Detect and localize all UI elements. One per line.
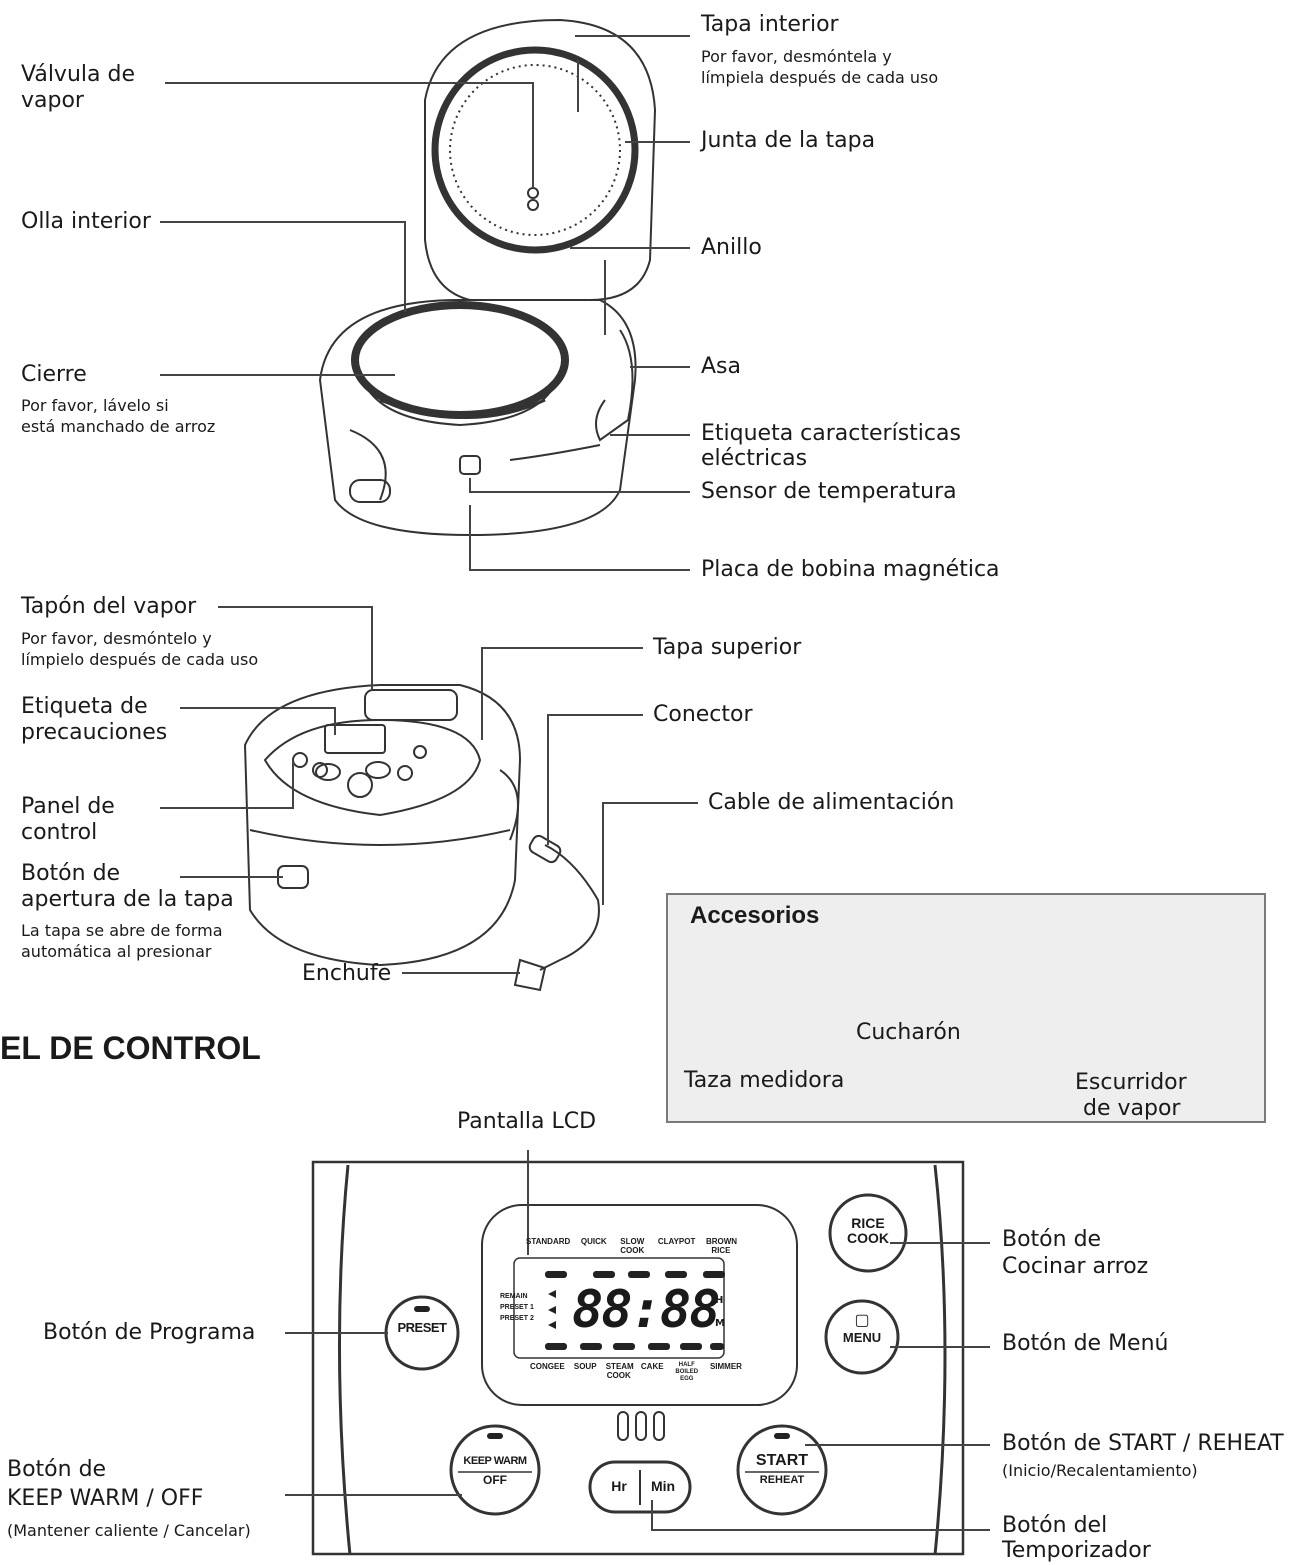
label-panel-1: Panel de (21, 794, 115, 819)
label-placa: Placa de bobina magnética (701, 557, 1000, 582)
label-programa: Botón de Programa (43, 1320, 256, 1345)
keep-warm-label: KEEP WARM (463, 1455, 527, 1467)
label-panel-2: control (21, 820, 98, 845)
lcd-mode-soup: SOUP (573, 1362, 597, 1371)
label-cierre: Cierre (21, 362, 87, 387)
timer-hr-button[interactable]: Hr (611, 1478, 627, 1494)
label-etiqueta-elec-2: eléctricas (701, 446, 808, 471)
label-start: Botón de START / REHEAT (1002, 1431, 1284, 1456)
note-tapa-interior-2: límpiela después de cada uso (701, 68, 939, 87)
lcd-mode-steam-cook: STEAM COOK (605, 1362, 634, 1380)
note-start: (Inicio/Recalentamiento) (1002, 1461, 1198, 1480)
label-boton-apertura-2: apertura de la tapa (21, 887, 234, 912)
menu-button[interactable]: ▢ MENU (830, 1312, 894, 1345)
start-reheat-button[interactable]: START REHEAT (742, 1452, 822, 1486)
label-asa: Asa (701, 354, 741, 379)
menu-book-icon: ▢ (854, 1312, 870, 1329)
note-cierre-1: Por favor, lávelo si (21, 396, 169, 415)
lcd-digits: 88:88 (572, 1280, 721, 1340)
closed-cooker-illustration (243, 684, 600, 992)
label-sensor: Sensor de temperatura (701, 479, 957, 504)
off-label: OFF (483, 1473, 507, 1487)
label-enchufe: Enchufe (302, 961, 392, 986)
label-tapa-superior: Tapa superior (653, 635, 802, 660)
note-boton-apertura-2: automática al presionar (21, 942, 212, 961)
label-rice-1: Botón de (1002, 1227, 1102, 1252)
label-valvula-line1: Válvula de (21, 62, 135, 87)
label-etiqueta-prec-1: Etiqueta de (21, 694, 148, 719)
label-tapa-interior: Tapa interior (701, 12, 839, 37)
rice-cook-label-1: RICE (851, 1215, 885, 1231)
label-timer-1: Botón del (1002, 1513, 1108, 1538)
label-etiqueta-prec-2: precauciones (21, 720, 168, 745)
lcd-top-modes: STANDARD QUICK SLOW COOK CLAYPOT BROWN R… (526, 1237, 738, 1255)
timer-min-button[interactable]: Min (650, 1478, 676, 1494)
lcd-segment-marks (545, 1271, 725, 1350)
label-timer-2: Temporizador (1002, 1538, 1151, 1563)
note-tapa-interior-1: Por favor, desmóntela y (701, 47, 892, 66)
note-boton-apertura-1: La tapa se abre de forma (21, 921, 223, 940)
preset-button[interactable]: PRESET (397, 1320, 447, 1335)
lcd-mode-quick: QUICK (580, 1237, 607, 1246)
note-tapon-2: límpielo después de cada uso (21, 650, 259, 669)
lcd-mode-slow-cook: SLOW COOK (620, 1237, 645, 1255)
lcd-mode-claypot: CLAYPOT (657, 1237, 696, 1246)
lcd-mode-simmer: SIMMER (709, 1362, 742, 1371)
lcd-mode-half-boiled-egg: HALF BOILED EGG (675, 1362, 699, 1382)
note-tapon-1: Por favor, desmóntelo y (21, 629, 212, 648)
label-escurridor-1: Escurridor (1075, 1070, 1187, 1095)
control-panel-illustration (311, 1160, 965, 1556)
label-tapon: Tapón del vapor (21, 594, 197, 619)
section-heading: EL DE CONTROL (0, 1030, 261, 1066)
open-cooker-illustration (318, 18, 657, 537)
label-lcd: Pantalla LCD (457, 1109, 597, 1134)
label-keep-1: Botón de (7, 1457, 107, 1482)
keep-warm-button[interactable]: KEEP WARM OFF (455, 1455, 535, 1487)
label-olla-interior: Olla interior (21, 209, 151, 234)
accessories-box (666, 893, 1266, 1123)
label-conector: Conector (653, 702, 753, 727)
label-junta: Junta de la tapa (701, 128, 876, 153)
lcd-left-labels: REMAIN PRESET 1 PRESET 2 (500, 1291, 534, 1324)
lcd-bottom-modes: CONGEE SOUP STEAM COOK CAKE HALF BOILED … (530, 1362, 742, 1383)
label-taza: Taza medidora (684, 1068, 845, 1093)
label-cable: Cable de alimentación (708, 790, 955, 815)
label-etiqueta-elec-1: Etiqueta características (701, 421, 961, 446)
note-keep: (Mantener caliente / Cancelar) (7, 1521, 251, 1540)
accessories-title: Accesorios (690, 902, 820, 929)
lcd-preset1: PRESET 1 (500, 1304, 534, 1311)
label-keep-2: KEEP WARM / OFF (7, 1486, 204, 1511)
rice-cook-label-2: COOK (847, 1230, 889, 1246)
label-menu: Botón de Menú (1002, 1331, 1169, 1356)
reheat-label: REHEAT (759, 1474, 805, 1486)
label-valvula-line2: vapor (21, 88, 84, 113)
label-boton-apertura-1: Botón de (21, 861, 121, 886)
note-cierre-2: está manchado de arroz (21, 417, 216, 436)
rice-cook-button[interactable]: RICE COOK (840, 1216, 896, 1246)
lcd-mode-standard: STANDARD (526, 1237, 571, 1246)
label-rice-2: Cocinar arroz (1002, 1254, 1149, 1279)
label-anillo: Anillo (701, 235, 762, 260)
lcd-remain: REMAIN (500, 1293, 528, 1300)
lcd-h: H (715, 1295, 724, 1306)
label-cucharon: Cucharón (856, 1020, 961, 1045)
start-label: START (755, 1452, 809, 1469)
lcd-mode-cake: CAKE (640, 1362, 664, 1371)
lcd-mode-congee: CONGEE (530, 1362, 565, 1371)
lcd-preset2: PRESET 2 (500, 1315, 534, 1322)
lcd-m: M (715, 1318, 725, 1329)
menu-label: MENU (842, 1330, 882, 1345)
label-escurridor-2: de vapor (1083, 1096, 1181, 1121)
lcd-mode-brown-rice: BROWN RICE (705, 1237, 738, 1255)
